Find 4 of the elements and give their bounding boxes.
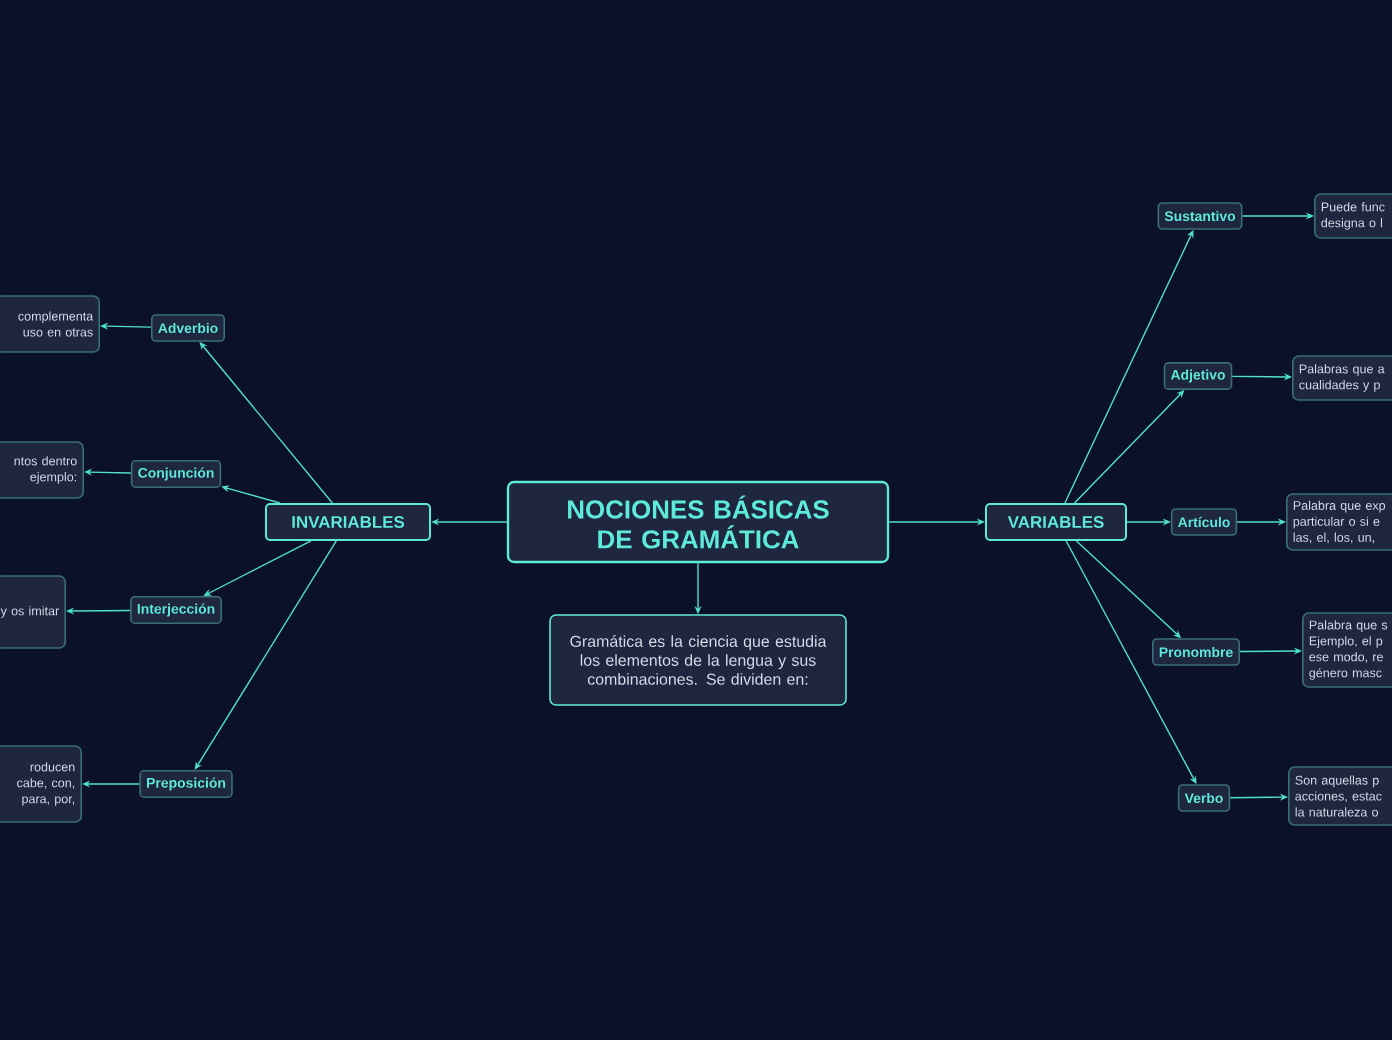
title-box: NOCIONES BÁSICAS DE GRAMÁTICA <box>506 480 890 564</box>
category-box: INVARIABLES <box>265 503 431 541</box>
category-box: VARIABLES <box>985 503 1127 541</box>
arrow <box>194 540 337 770</box>
